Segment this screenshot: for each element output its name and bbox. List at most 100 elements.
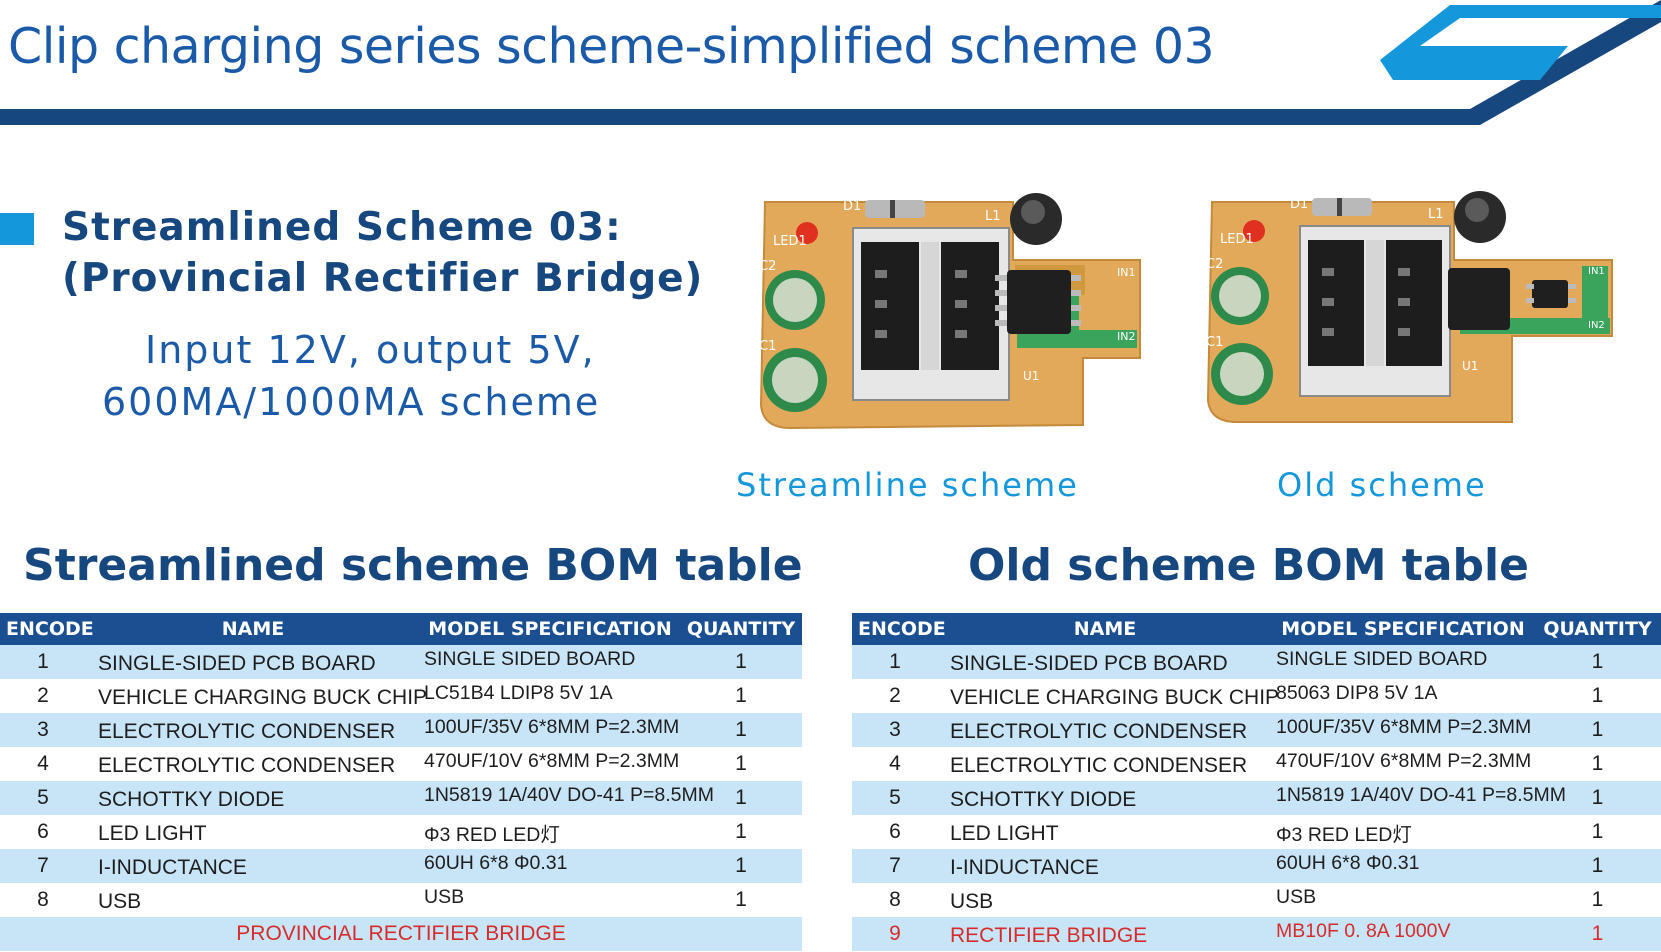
cell-name: SINGLE-SIDED PCB BOARD (86, 645, 420, 679)
pcb-label-d1: D1 (1290, 197, 1308, 212)
cell-quantity: 1 (680, 781, 802, 815)
cell-encode: 8 (852, 883, 938, 917)
cell-encode: 1 (0, 645, 86, 679)
pcb-label-c2: C2 (759, 259, 776, 274)
cell-encode: 6 (0, 815, 86, 849)
pcb-label-l1: L1 (1428, 207, 1444, 222)
cell-spec: 470UF/10V 6*8MM P=2.3MM (420, 747, 680, 781)
pcb-label-u1: U1 (1023, 369, 1039, 383)
cell-quantity: 1 (680, 679, 802, 713)
cell-spec: Φ3 RED LED灯 (420, 815, 680, 849)
streamline-caption: Streamline scheme (736, 466, 1079, 504)
cell-spec: USB (1272, 883, 1534, 917)
cell-spec: LC51B4 LDIP8 5V 1A (420, 679, 680, 713)
cell-name: RECTIFIER BRIDGE (938, 917, 1272, 951)
cell-encode: 3 (0, 713, 86, 747)
cell-name: VEHICLE CHARGING BUCK CHIP (86, 679, 427, 713)
table-header-row: ENCODE NAME MODEL SPECIFICATION QUANTITY (0, 613, 802, 645)
cell-encode: 7 (0, 849, 86, 883)
cell-spec: 85063 DIP8 5V 1A (1272, 679, 1534, 713)
cell-encode: 7 (852, 849, 938, 883)
old-pcb-photo: LED1 D1 L1 C2 C1 IN1 IN2 U1 (1206, 191, 1613, 423)
column-header-spec: MODEL SPECIFICATION (420, 613, 680, 645)
cell-name: LED LIGHT (938, 815, 1272, 849)
cell-quantity: 1 (680, 849, 802, 883)
cell-spec: 60UH 6*8 Φ0.31 (1272, 849, 1534, 883)
cell-spec: SINGLE SIDED BOARD (1272, 645, 1534, 679)
cell-name: VEHICLE CHARGING BUCK CHIP (938, 679, 1279, 713)
cell-name: ELECTROLYTIC CONDENSER (938, 713, 1272, 747)
pcb-label-in1: IN1 (1117, 266, 1135, 279)
cell-name: ELECTROLYTIC CONDENSER (86, 747, 420, 781)
old-bom-title: Old scheme BOM table (968, 540, 1529, 591)
table-header-row: ENCODE NAME MODEL SPECIFICATION QUANTITY (852, 613, 1661, 645)
cell-quantity: 1 (680, 747, 802, 781)
column-header-name: NAME (86, 613, 420, 645)
column-header-encode: ENCODE (0, 613, 94, 645)
streamline-pcb-photo: LED1 D1 L1 C2 C1 IN1 IN2 U1 (759, 193, 1141, 430)
pcb-label-led1: LED1 (773, 234, 807, 249)
scheme-subtitle-line-2: 600MA/1000MA scheme (102, 380, 601, 424)
cell-spec: 470UF/10V 6*8MM P=2.3MM (1272, 747, 1534, 781)
cell-quantity: 1 (1534, 781, 1661, 815)
cell-spec: MB10F 0. 8A 1000V (1272, 917, 1534, 951)
pcb-label-led1: LED1 (1220, 232, 1254, 247)
cell-encode: 6 (852, 815, 938, 849)
scheme-heading-line-1: Streamlined Scheme 03: (62, 205, 622, 250)
streamlined-bom-title: Streamlined scheme BOM table (23, 540, 803, 591)
cell-encode: 1 (852, 645, 938, 679)
streamlined-bom-table: ENCODE NAME MODEL SPECIFICATION QUANTITY… (0, 613, 802, 951)
cell-encode: 2 (852, 679, 938, 713)
cell-name: ELECTROLYTIC CONDENSER (938, 747, 1272, 781)
cell-quantity: 1 (1534, 917, 1661, 951)
cell-encode: 3 (852, 713, 938, 747)
cell-quantity: 1 (1534, 883, 1661, 917)
page-title: Clip charging series scheme-simplified s… (8, 18, 1215, 75)
cell-name: USB (86, 883, 420, 917)
cell-name: SCHOTTKY DIODE (938, 781, 1272, 815)
cell-quantity: 1 (680, 883, 802, 917)
cell-quantity: 1 (1534, 679, 1661, 713)
cell-spec: SINGLE SIDED BOARD (420, 645, 680, 679)
column-header-spec: MODEL SPECIFICATION (1272, 613, 1534, 645)
cell-name: I-INDUCTANCE (86, 849, 420, 883)
cell-encode: 8 (0, 883, 86, 917)
pcb-label-c1: C1 (1206, 335, 1223, 350)
cell-quantity: 1 (1534, 713, 1661, 747)
cell-spec: Φ3 RED LED灯 (1272, 815, 1534, 849)
cell-name: SCHOTTKY DIODE (86, 781, 420, 815)
cell-quantity: 1 (1534, 747, 1661, 781)
cell-spec: 1N5819 1A/40V DO-41 P=8.5MM (420, 781, 714, 815)
pcb-label-in2: IN2 (1117, 330, 1135, 343)
column-header-quantity: QUANTITY (680, 613, 802, 645)
column-header-encode: ENCODE (852, 613, 946, 645)
cell-name: SINGLE-SIDED PCB BOARD (938, 645, 1272, 679)
pcb-label-c2: C2 (1206, 257, 1223, 272)
cell-encode: 5 (0, 781, 86, 815)
cell-encode: 9 (852, 917, 938, 951)
cell-encode: 4 (852, 747, 938, 781)
cell-name: I-INDUCTANCE (938, 849, 1272, 883)
cell-quantity: 1 (680, 713, 802, 747)
cell-spec: USB (420, 883, 680, 917)
header-banner-decoration (0, 0, 1661, 125)
removed-component-note: PROVINCIAL RECTIFIER BRIDGE (0, 917, 802, 951)
pcb-label-d1: D1 (843, 199, 861, 214)
cell-name: LED LIGHT (86, 815, 420, 849)
cell-quantity: 1 (1534, 815, 1661, 849)
cell-encode: 4 (0, 747, 86, 781)
cell-spec: 100UF/35V 6*8MM P=2.3MM (1272, 713, 1534, 747)
section-bullet (0, 213, 34, 245)
pcb-label-c1: C1 (759, 339, 776, 354)
pcb-label-l1: L1 (985, 209, 1001, 224)
